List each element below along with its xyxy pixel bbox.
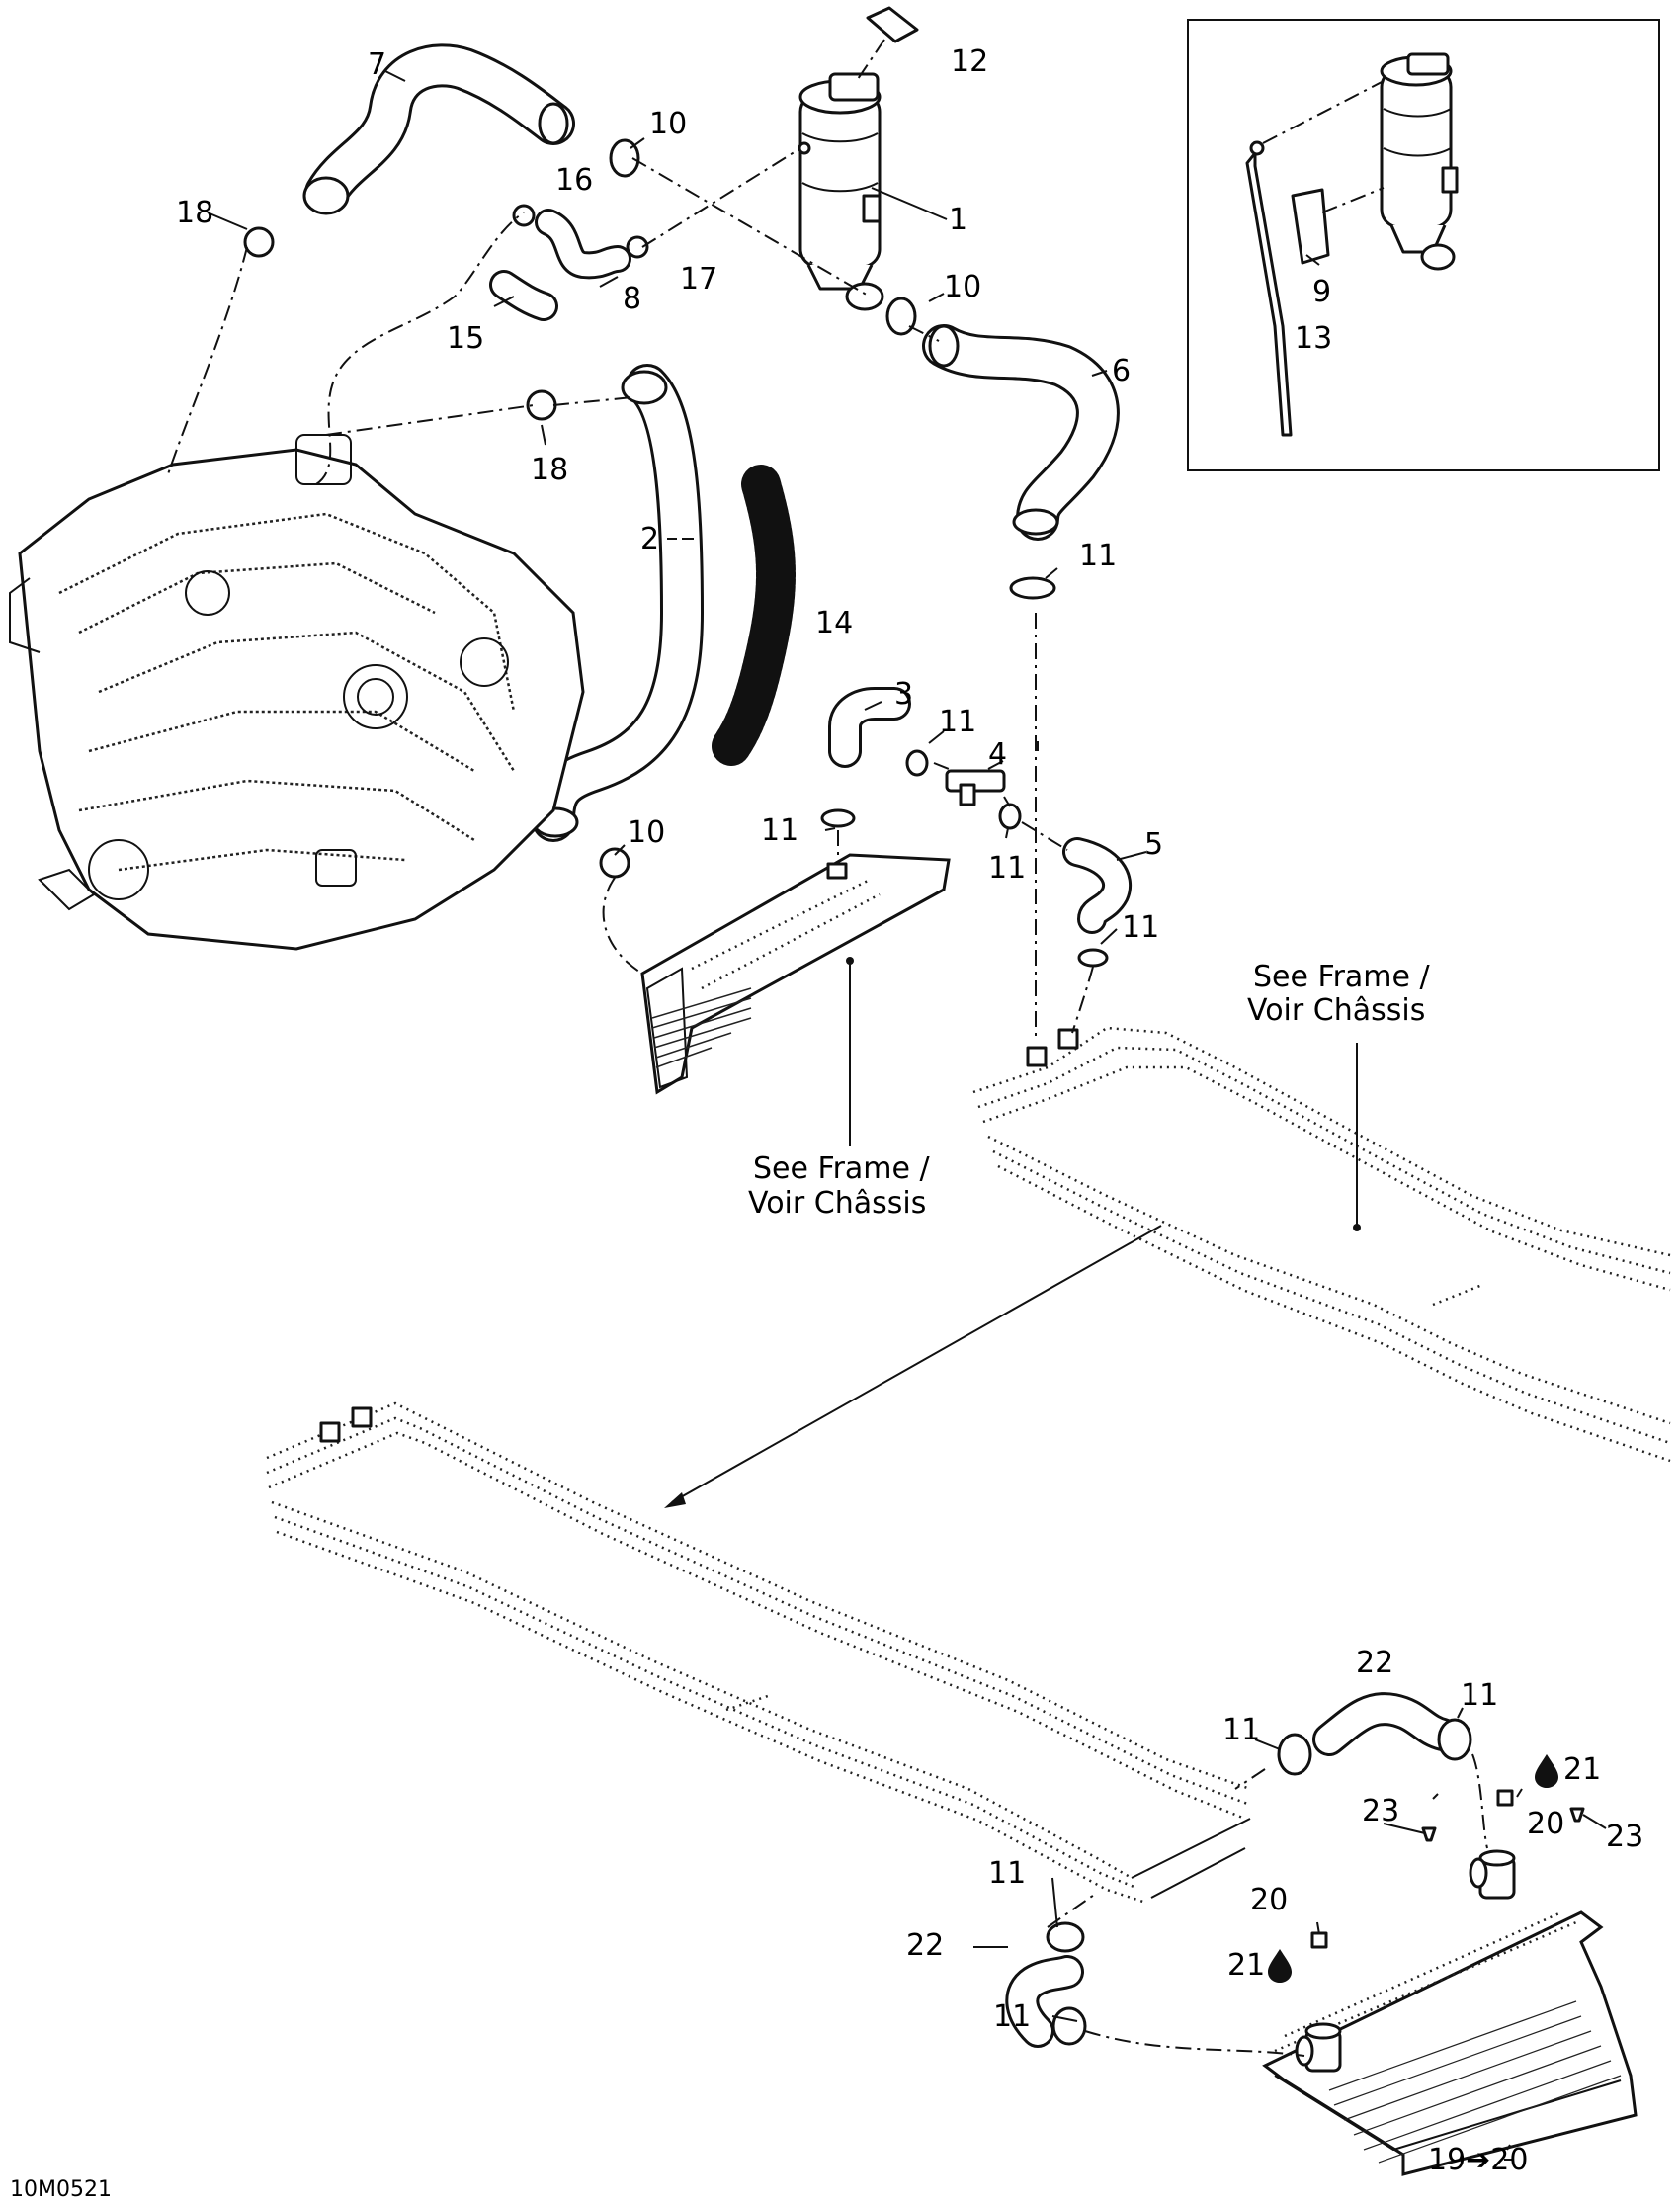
see-frame-note-middle: See Frame / Voir Châssis: [748, 1151, 931, 1221]
callout-11-d: 11: [988, 851, 1026, 886]
callout-13: 13: [1295, 321, 1332, 356]
callout-11-f: 11: [1222, 1713, 1260, 1747]
callout-17: 17: [680, 262, 717, 297]
inset-coolant-tank: [1380, 52, 1459, 271]
callout-11-g: 11: [1461, 1678, 1498, 1713]
callout-5: 5: [1144, 827, 1163, 862]
frame-rail-upper: [972, 1026, 1671, 1463]
callout-11-a: 11: [1079, 539, 1117, 573]
frame-note-middle-line2: Voir Châssis: [748, 1186, 926, 1221]
clamps: [243, 138, 1109, 968]
hose-7: [302, 43, 575, 215]
callout-21-right: 21: [1563, 1752, 1601, 1787]
oil-drop-icon: [1268, 1949, 1292, 1983]
hose-5: [1062, 837, 1133, 934]
callout-1: 1: [949, 203, 967, 237]
tee-connector-4: [945, 769, 1006, 806]
callout-14: 14: [815, 606, 853, 640]
callout-2: 2: [640, 522, 659, 556]
callout-3: 3: [894, 677, 913, 712]
callout-10-low: 10: [628, 815, 665, 850]
inset-overflow-tube: [1245, 151, 1293, 437]
front-radiator: [640, 853, 951, 1095]
frame-note-upper-line2: Voir Châssis: [1247, 993, 1425, 1028]
callout-20-right: 20: [1527, 1807, 1564, 1841]
callout-labels: 1 2 3 4 5 6 7 8 9 10 10 10 11 11 11 11 1…: [176, 44, 1643, 2177]
inset-pad: [1291, 188, 1330, 265]
callout-7: 7: [368, 47, 386, 82]
callout-11-h: 11: [988, 1856, 1026, 1891]
oil-drop-icon: [1535, 1754, 1558, 1788]
callout-9: 9: [1312, 275, 1331, 309]
frame-note-middle-line1: See Frame /: [753, 1151, 931, 1186]
callout-19-20: 19➔20: [1428, 2143, 1528, 2177]
callout-11-b: 11: [939, 705, 976, 739]
callout-20-left: 20: [1250, 1883, 1288, 1917]
callout-21-left: 21: [1227, 1948, 1265, 1983]
callout-6: 6: [1112, 354, 1131, 388]
callout-23-right: 23: [1606, 1820, 1643, 1854]
drawing-code: 10M0521: [10, 2177, 112, 2202]
frame-rail-lower: [266, 1401, 1251, 1905]
callout-12: 12: [951, 44, 988, 79]
callout-16: 16: [555, 163, 593, 198]
callout-18-top: 18: [176, 196, 213, 230]
callout-11-i: 11: [993, 1999, 1031, 2034]
hose-15: [489, 270, 558, 321]
callout-22-top: 22: [1356, 1646, 1393, 1680]
callout-10-mid: 10: [944, 270, 981, 304]
leader-lines: [209, 70, 1607, 2161]
callout-22-left: 22: [906, 1928, 944, 1963]
detail-inset: [1187, 19, 1660, 471]
callout-8: 8: [623, 282, 641, 316]
flow-lines: [167, 147, 1488, 2057]
hose-22-upper: [1277, 1692, 1472, 1776]
frame-arrow: [664, 1225, 1162, 1508]
hose-14: [712, 465, 796, 766]
callout-23-left: 23: [1362, 1794, 1399, 1828]
pressure-cap: [857, 6, 919, 80]
coolant-tank: [798, 72, 884, 311]
see-frame-note-upper: See Frame / Voir Châssis: [1247, 960, 1431, 1028]
callout-18-mid: 18: [531, 453, 568, 487]
hose-6: [922, 324, 1120, 541]
frame-note-upper-line1: See Frame /: [1253, 960, 1431, 994]
callout-15: 15: [447, 321, 484, 356]
callout-4: 4: [988, 737, 1007, 772]
rear-heat-exchanger: [1262, 1789, 1638, 2176]
hose-22-lower: [1005, 1921, 1087, 2048]
callout-10-top: 10: [649, 107, 687, 141]
hose-8: [535, 209, 631, 280]
callout-11-c: 11: [761, 813, 798, 848]
engine: [9, 434, 585, 951]
callout-11-e: 11: [1122, 910, 1159, 945]
elbow-3: [828, 687, 911, 768]
